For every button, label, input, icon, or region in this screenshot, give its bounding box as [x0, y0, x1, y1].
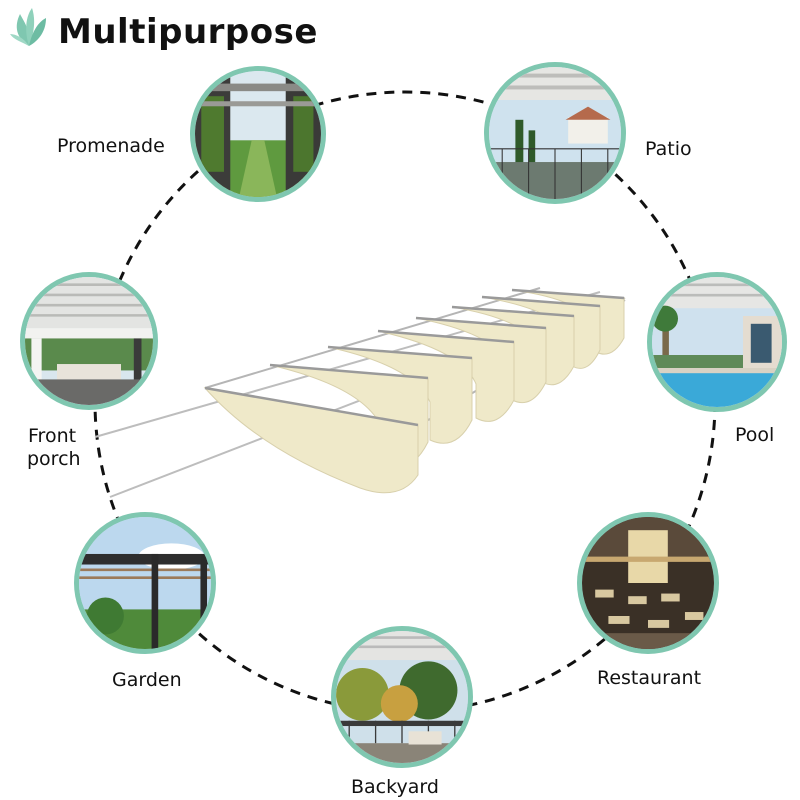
label-front-porch-line2: porch	[27, 448, 81, 470]
backyard-photo	[331, 626, 473, 768]
leaf-icon	[10, 8, 46, 46]
promenade-photo	[190, 66, 326, 202]
label-front-porch-line1: Front	[28, 425, 77, 447]
label-patio: Patio	[645, 138, 692, 160]
patio-photo	[484, 62, 626, 204]
label-garden: Garden	[112, 669, 182, 691]
page-title: Multipurpose	[58, 12, 318, 52]
front-porch-photo	[20, 272, 158, 410]
label-promenade: Promenade	[57, 135, 165, 157]
garden-photo	[74, 512, 216, 654]
label-pool: Pool	[735, 424, 775, 446]
label-backyard: Backyard	[351, 776, 439, 798]
restaurant-photo	[577, 512, 719, 654]
pool-photo	[647, 272, 787, 412]
label-restaurant: Restaurant	[597, 667, 702, 689]
